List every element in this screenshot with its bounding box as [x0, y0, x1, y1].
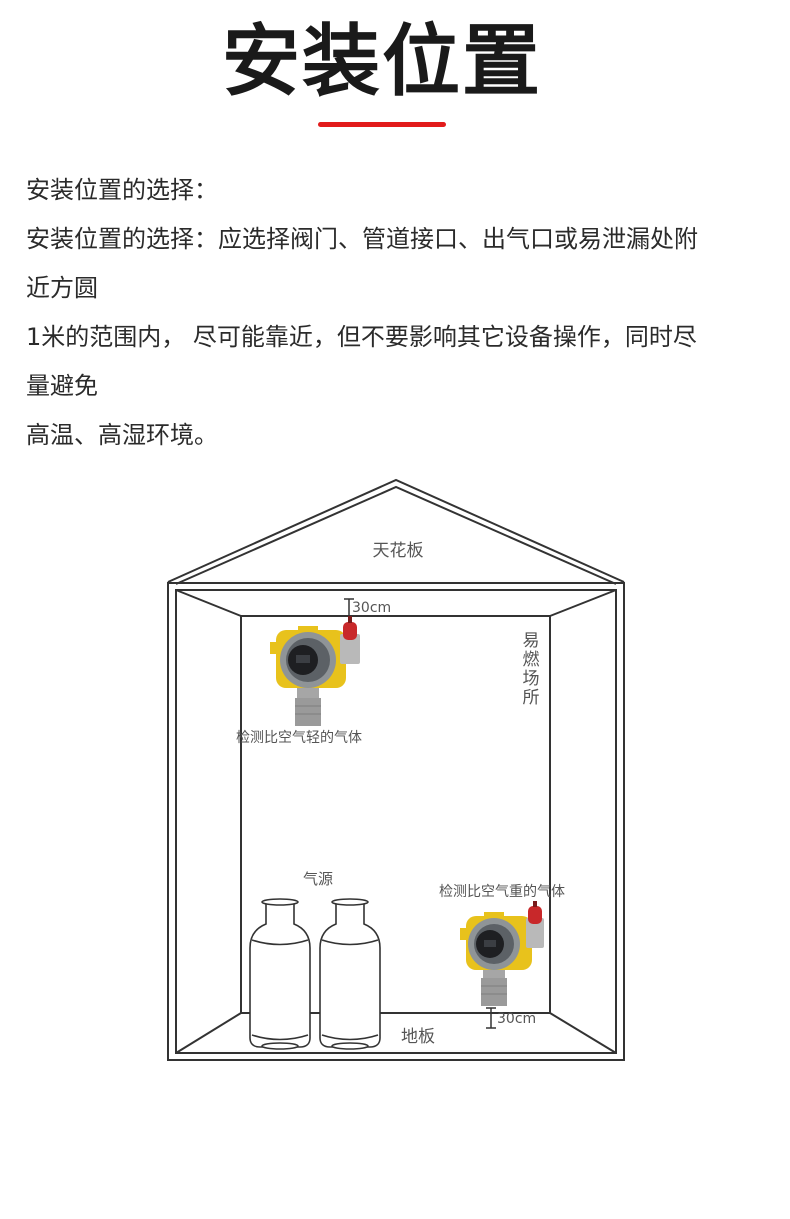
top-distance-label: 30cm: [352, 600, 391, 616]
installation-diagram: 天花板 易 燃 场 所 30cm: [0, 470, 790, 1090]
room-outline: [167, 582, 625, 1061]
text-line: 1米的范围内， 尽可能靠近，但不要影响其它设备操作，同时尽: [26, 323, 697, 351]
gas-cylinder-icon: [249, 898, 311, 1050]
text-line: 安装位置的选择：应选择阀门、管道接口、出气口或易泄漏处附: [26, 225, 698, 253]
bottom-detector-caption: 检测比空气重的气体: [439, 884, 565, 900]
text-line: 近方圆: [26, 274, 98, 302]
text-line: 安装位置的选择：: [26, 176, 218, 204]
bottom-distance-marker: [486, 1007, 496, 1029]
gas-cylinder-icon: [319, 898, 381, 1050]
bottom-distance-label: 30cm: [497, 1011, 536, 1027]
zone-char: 燃: [523, 650, 540, 670]
flammable-zone-label: 易 燃 场 所: [523, 631, 540, 708]
gas-source-label: 气源: [303, 870, 333, 888]
ceiling-label: 天花板: [373, 541, 424, 561]
text-line: 量避免: [26, 372, 98, 400]
top-detector-caption: 检测比空气轻的气体: [236, 730, 362, 746]
text-line: 高温、高湿环境。: [26, 421, 218, 449]
zone-char: 所: [523, 688, 540, 708]
page-title: 安装位置: [221, 17, 542, 107]
zone-char: 场: [523, 669, 540, 689]
roof-outline: [167, 478, 625, 585]
gas-detector-bottom-icon: [460, 901, 544, 1006]
floor-label: 地板: [401, 1027, 435, 1047]
gas-detector-top-icon: [270, 616, 360, 726]
description-text: 安装位置的选择： 安装位置的选择：应选择阀门、管道接口、出气口或易泄漏处附 近方…: [26, 166, 766, 460]
zone-char: 易: [523, 631, 540, 651]
title-underline: [318, 122, 446, 127]
